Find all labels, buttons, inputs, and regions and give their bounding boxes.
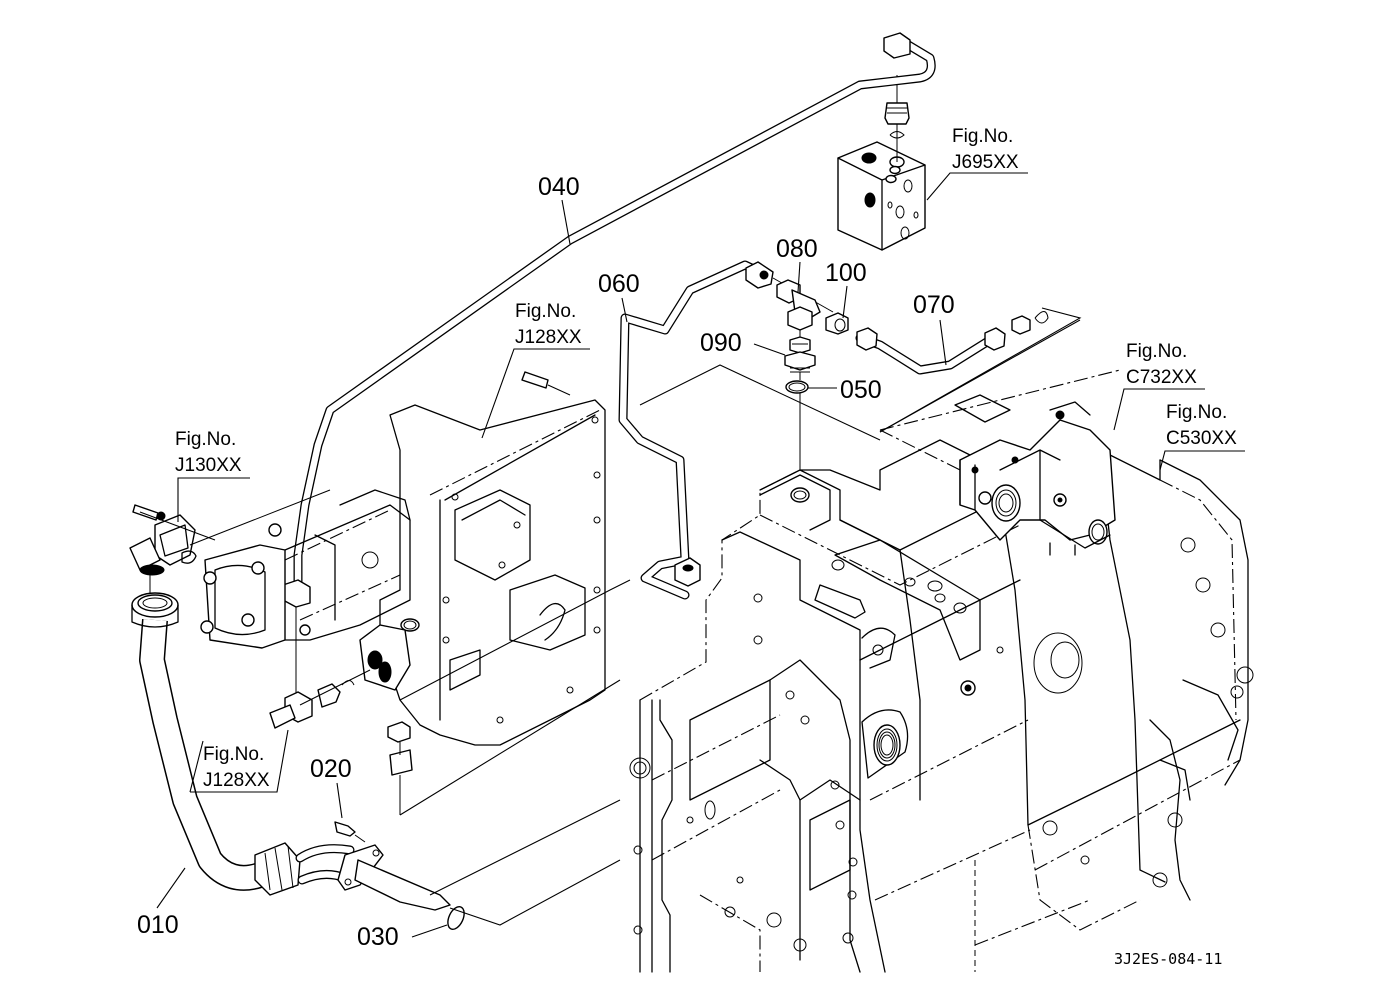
part-label-030: 030 xyxy=(357,923,399,951)
pipe-060 xyxy=(618,260,774,600)
part-label-080: 080 xyxy=(776,235,818,263)
suction-flange xyxy=(334,799,621,930)
fig-ref-prefix: Fig.No. xyxy=(515,301,576,322)
figure-references: Fig.No. J695XX Fig.No. J128XX Fig.No. J1… xyxy=(175,126,1245,793)
fig-ref-code-c732xx: C732XX xyxy=(1126,367,1197,388)
valve-block xyxy=(837,75,926,251)
fig-ref-code-c530xx: C530XX xyxy=(1166,428,1237,449)
fig-ref-code-j695xx: J695XX xyxy=(952,152,1019,173)
part-label-100: 100 xyxy=(825,259,867,287)
front-cover xyxy=(359,371,621,816)
fig-ref-code-j130xx: J130XX xyxy=(175,455,242,476)
part-label-070: 070 xyxy=(913,291,955,319)
fig-ref-prefix: Fig.No. xyxy=(1166,402,1227,423)
part-labels: 010 020 030 040 050 060 070 080 090 100 xyxy=(137,173,955,951)
fig-ref-code-j128xx-upper: J128XX xyxy=(515,327,582,348)
pump-fittings xyxy=(129,504,371,729)
fig-ref-prefix: Fig.No. xyxy=(1126,341,1187,362)
transmission-housing xyxy=(629,369,1254,973)
part-label-050: 050 xyxy=(840,376,882,404)
fig-ref-prefix: Fig.No. xyxy=(203,744,264,765)
control-valve xyxy=(954,394,1116,556)
part-label-040: 040 xyxy=(538,173,580,201)
pipe-070 xyxy=(855,307,1082,433)
part-label-020: 020 xyxy=(310,755,352,783)
pipe-040 xyxy=(282,32,936,608)
fig-ref-prefix: Fig.No. xyxy=(175,429,236,450)
fig-ref-code-j128xx-lower: J128XX xyxy=(203,770,270,791)
part-label-060: 060 xyxy=(598,270,640,298)
hydraulic-pump xyxy=(200,489,411,649)
part-label-010: 010 xyxy=(137,911,179,939)
fig-ref-prefix: Fig.No. xyxy=(952,126,1013,147)
part-label-090: 090 xyxy=(700,329,742,357)
assembly-lines xyxy=(139,319,1081,701)
drawing-code: 3J2ES-084-11 xyxy=(1114,950,1222,968)
fittings-group xyxy=(772,277,849,470)
